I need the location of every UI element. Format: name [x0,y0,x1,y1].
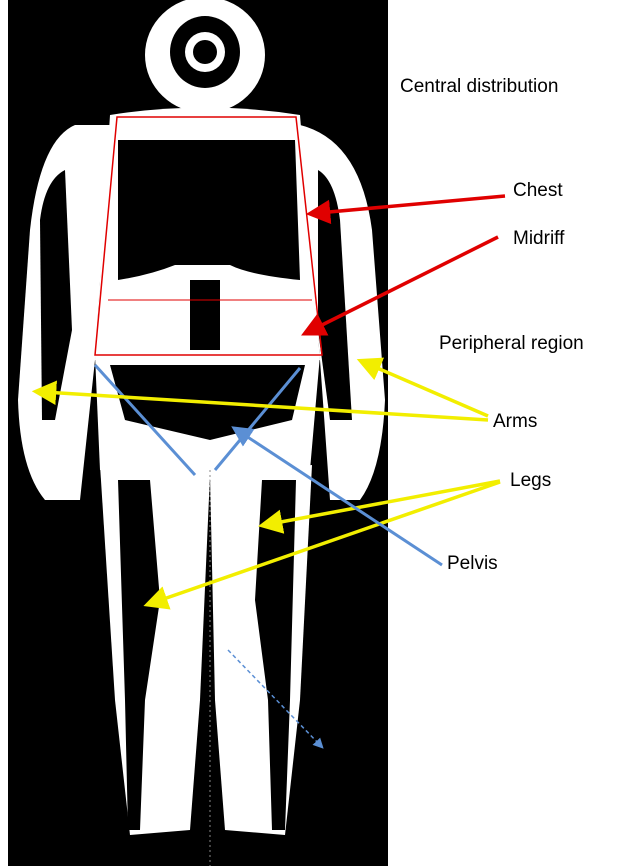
label-pelvis: Pelvis [447,553,498,575]
label-central-distribution: Central distribution [400,76,558,98]
label-midriff: Midriff [513,228,564,250]
label-arms: Arms [493,411,537,433]
label-legs: Legs [510,470,551,492]
label-chest: Chest [513,180,563,202]
label-peripheral-region: Peripheral region [439,333,584,355]
